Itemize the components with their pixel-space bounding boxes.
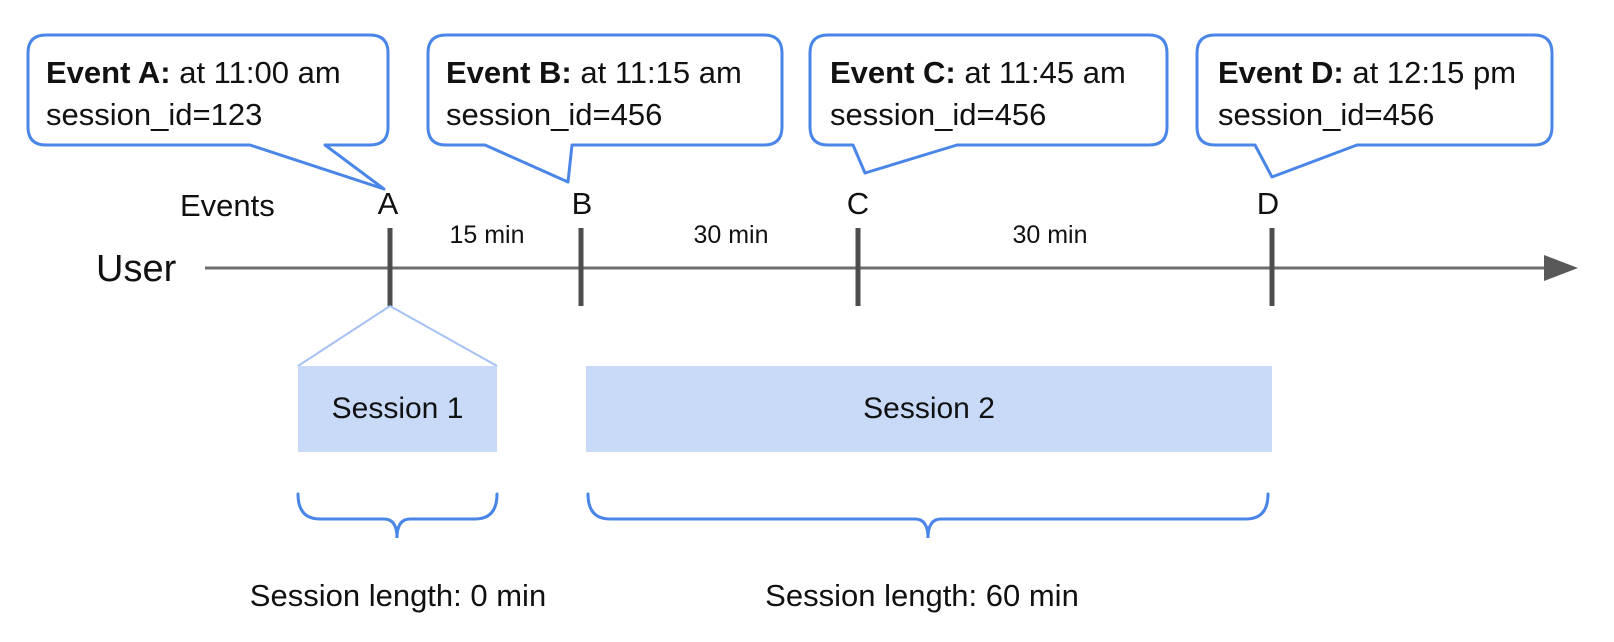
session-1-label: Session 1 [331, 392, 464, 425]
event-c-session-id: session_id=456 [830, 97, 1047, 132]
event-d-speech-bubble-shape [1195, 33, 1554, 179]
session1-funnel-left-line [297, 305, 391, 367]
event-bubble-a-text: Event A: at 11:00 am session_id=123 [46, 52, 341, 136]
event-bubble-d-text: Event D: at 12:15 pm session_id=456 [1218, 52, 1516, 136]
session-2-bar: Session 2 [586, 366, 1272, 452]
event-b-headline: Event B: at 11:15 am [446, 52, 742, 94]
events-axis-label: Events [180, 188, 275, 223]
interval-label-b-c: 30 min [693, 221, 769, 249]
event-d-title: Event D: [1218, 55, 1344, 90]
event-a-session-id: session_id=123 [46, 97, 263, 132]
event-a-title: Event A: [46, 55, 171, 90]
event-b-time: at 11:15 am [580, 55, 742, 90]
event-d-session-id: session_id=456 [1218, 97, 1435, 132]
event-a-speech-bubble-shape [26, 33, 390, 191]
event-letter-c: C [846, 186, 870, 221]
event-a-headline: Event A: at 11:00 am [46, 52, 341, 94]
event-letter-a: A [377, 186, 399, 221]
event-b-session-id: session_id=456 [446, 97, 663, 132]
session-1-length-label: Session length: 0 min [249, 578, 547, 613]
session-2-length-label: Session length: 60 min [765, 578, 1079, 613]
event-c-speech-bubble-shape [808, 33, 1169, 175]
interval-label-c-d: 30 min [1012, 221, 1088, 249]
user-axis-label: User [96, 248, 177, 290]
event-bubble-c-text: Event C: at 11:45 am session_id=456 [830, 52, 1126, 136]
event-c-headline: Event C: at 11:45 am [830, 52, 1126, 94]
event-letter-d: D [1256, 186, 1280, 221]
event-bubble-b-text: Event B: at 11:15 am session_id=456 [446, 52, 742, 136]
event-letter-b: B [571, 186, 593, 221]
event-b-speech-bubble-shape [426, 33, 784, 184]
event-d-headline: Event D: at 12:15 pm [1218, 52, 1516, 94]
timeline-arrowhead-icon [1544, 255, 1578, 281]
session1-funnel-right-line [389, 305, 498, 367]
event-c-title: Event C: [830, 55, 956, 90]
session-1-brace [296, 492, 499, 539]
event-c-time: at 11:45 am [964, 55, 1126, 90]
event-b-title: Event B: [446, 55, 572, 90]
event-d-time: at 12:15 pm [1352, 55, 1517, 90]
session-1-bar: Session 1 [298, 366, 497, 452]
event-a-time: at 11:00 am [179, 55, 341, 90]
session-2-label: Session 2 [863, 392, 995, 425]
interval-label-a-b: 15 min [449, 221, 525, 249]
session-2-brace [586, 492, 1270, 539]
